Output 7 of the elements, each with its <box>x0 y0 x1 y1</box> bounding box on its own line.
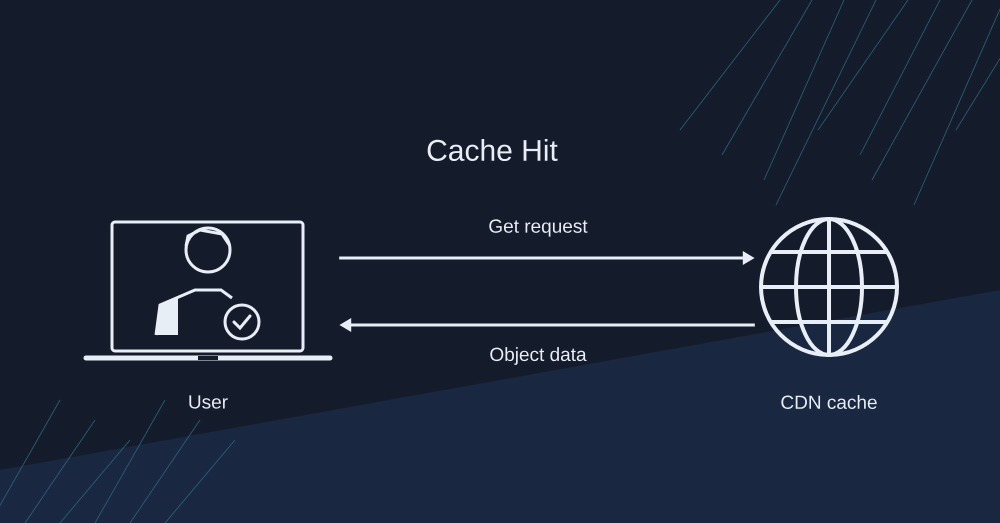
laptop-drawing <box>84 220 332 360</box>
globe-drawing <box>759 217 899 357</box>
edge-label: Get request <box>489 219 588 237</box>
caption-label: User <box>189 395 228 409</box>
title: Cache Hit <box>428 139 558 162</box>
edge-label: Object data <box>490 347 587 365</box>
caption-label: CDN cache <box>781 395 877 409</box>
